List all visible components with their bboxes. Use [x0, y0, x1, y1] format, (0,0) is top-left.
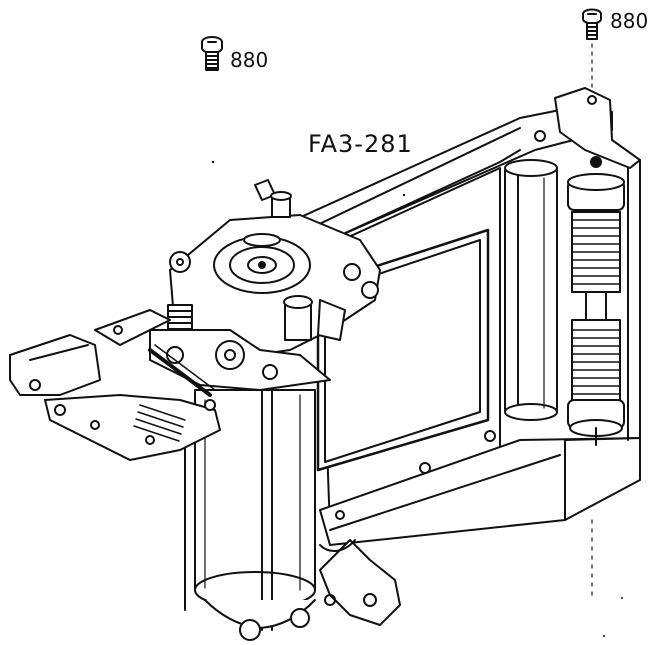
- part-number-label: FA3-281: [308, 130, 413, 158]
- take-up-spool: [504, 159, 558, 421]
- sprocket-shaft: [567, 173, 625, 446]
- screw-icon-left: [201, 36, 223, 71]
- print-specks: [211, 160, 623, 637]
- callout-label-left: 880: [230, 48, 269, 72]
- gear-plate-assembly: [148, 179, 381, 397]
- callout-label-right: 880: [610, 9, 649, 33]
- release-lever-bracket: [9, 309, 221, 461]
- screw-icon-right: [582, 8, 602, 40]
